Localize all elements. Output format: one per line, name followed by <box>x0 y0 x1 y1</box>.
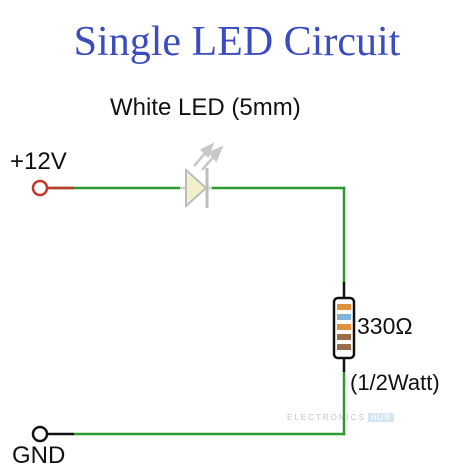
resistor-band-3 <box>337 324 351 330</box>
resistor-band-5 <box>337 344 351 350</box>
resistor-band-4 <box>337 334 351 340</box>
resistance-label: 330Ω <box>357 313 413 339</box>
diagram-title: Single LED Circuit <box>73 19 401 65</box>
resistor-symbol <box>332 282 356 372</box>
watermark-brand: ELECTRONICS <box>287 413 366 422</box>
resistor-band-2 <box>337 314 351 320</box>
power-rating-label: (1/2Watt) <box>350 370 440 395</box>
resistor-band-1 <box>337 304 351 310</box>
ground-terminal <box>31 425 49 443</box>
supply-terminal <box>31 179 49 197</box>
ground-label: GND <box>12 442 66 469</box>
supply-label: +12V <box>10 148 67 175</box>
led-triangle <box>185 167 208 209</box>
led-light-arrows <box>193 142 224 171</box>
led-label: White LED (5mm) <box>110 94 301 121</box>
watermark-badge: HUB <box>367 413 394 422</box>
led-symbol <box>180 167 212 209</box>
